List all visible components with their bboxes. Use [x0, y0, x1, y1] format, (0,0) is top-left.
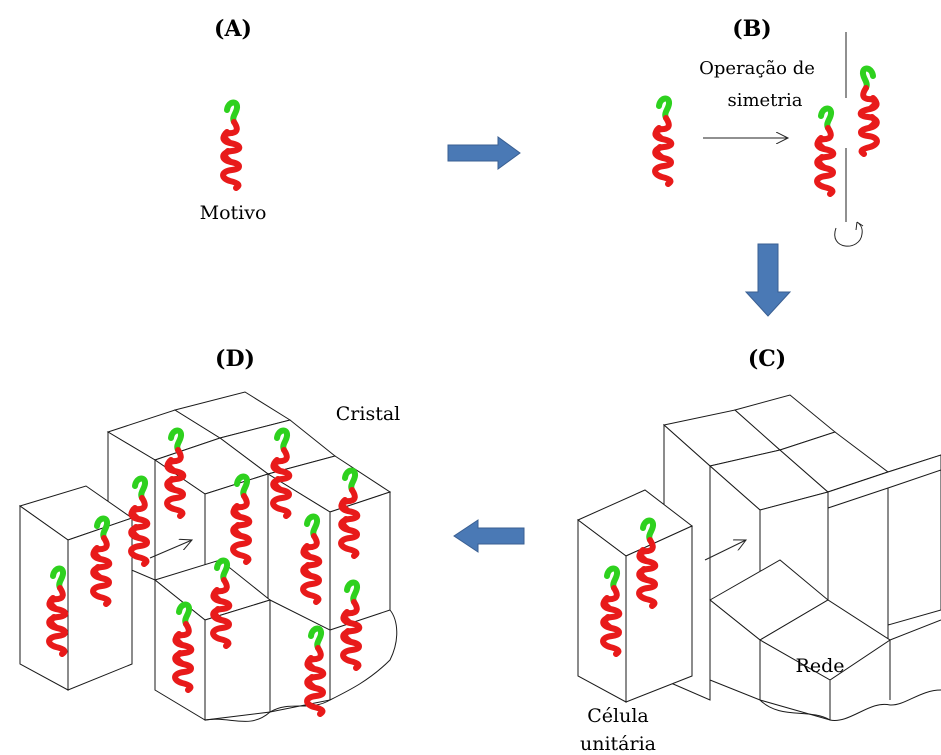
panel-c-letter: (C) — [748, 346, 786, 372]
panel-a-letter: (A) — [214, 16, 252, 42]
symmetry-operation-label-line1: Operação de — [699, 58, 815, 79]
unit-cell-label-line1: Célula — [587, 705, 649, 727]
lattice — [577, 394, 941, 721]
motif-helix-icon — [223, 103, 239, 188]
motif-helix-icon — [655, 99, 671, 184]
symmetry-operation-label-line2: simetria — [727, 90, 802, 111]
panel-b-letter: (B) — [732, 16, 771, 42]
flow-arrow-icon — [447, 136, 521, 170]
lattice-label: Rede — [796, 655, 845, 677]
crystal-blocks — [18, 391, 398, 722]
unit-cell-label-line2: unitária — [580, 733, 656, 755]
motif-label: Motivo — [200, 202, 267, 224]
translation-arrow-icon — [149, 540, 192, 559]
motif-helix-icon — [861, 69, 877, 154]
rotation-arrow-icon — [834, 221, 864, 247]
translation-arrow-icon — [704, 540, 746, 561]
motif-helix-icon — [817, 109, 833, 194]
panel-d-letter: (D) — [215, 346, 255, 372]
flow-arrow-icon — [453, 519, 525, 553]
crystal-label: Cristal — [336, 403, 401, 425]
flow-arrow-icon — [744, 243, 792, 317]
